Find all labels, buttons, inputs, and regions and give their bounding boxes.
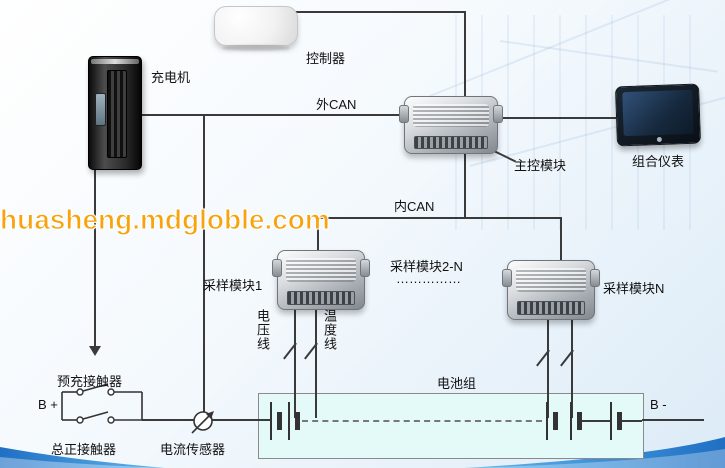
charger-output-line bbox=[94, 168, 96, 348]
battery-cell-plate bbox=[288, 402, 290, 440]
terminal-b-plus-label: B + bbox=[38, 397, 58, 412]
watermark-text: huasheng.mdgloble.com bbox=[0, 204, 330, 236]
voltage-wire bbox=[294, 308, 296, 418]
battery-series-dashed-link bbox=[302, 420, 542, 422]
sampling-module-2n-dots: …………… bbox=[396, 271, 461, 286]
negative-bus-line bbox=[642, 419, 704, 421]
battery-cell-plate bbox=[570, 402, 572, 440]
voltage-line-label: 电压线 bbox=[255, 309, 270, 351]
charger-device-icon bbox=[88, 56, 142, 170]
battery-cell-plate bbox=[295, 412, 300, 430]
current-sensor-icon bbox=[191, 411, 214, 434]
ecu-mount-tab bbox=[493, 105, 503, 123]
background-sketch-diagonal bbox=[429, 0, 709, 97]
charger-cap bbox=[91, 59, 139, 64]
battery-cell-plate bbox=[270, 402, 272, 440]
ecu-mount-tab bbox=[502, 269, 512, 287]
battery-cell-plate bbox=[617, 412, 622, 430]
instrument-cluster-icon bbox=[614, 83, 702, 147]
controller-label: 控制器 bbox=[306, 51, 346, 66]
internal-can-bus-line bbox=[317, 217, 562, 219]
temperature-line-label: 温度线 bbox=[322, 309, 337, 351]
terminal-b-minus-label: B - bbox=[650, 397, 667, 412]
ecu-mount-tab bbox=[399, 105, 409, 123]
charger-arrow-head bbox=[89, 346, 101, 356]
instrument-home-button bbox=[657, 136, 663, 142]
controller-to-main-drop bbox=[464, 11, 466, 98]
battery-cell-plate bbox=[546, 402, 548, 440]
sampling-module-n-label: 采样模块N bbox=[603, 281, 665, 296]
can-drop-moduleN bbox=[560, 217, 562, 262]
battery-cell-plate bbox=[610, 402, 612, 440]
battery-cell-plate bbox=[577, 412, 582, 430]
main-module-label: 主控模块 bbox=[514, 158, 567, 173]
ecu-mount-tab bbox=[590, 269, 600, 287]
charger-label: 充电机 bbox=[151, 70, 191, 85]
charger-vents bbox=[106, 70, 128, 158]
sampling-module-n-icon bbox=[502, 260, 600, 320]
external-can-bus-line bbox=[140, 114, 404, 116]
bottom-right-wave bbox=[465, 437, 725, 468]
controller-to-main-line bbox=[295, 11, 466, 13]
ecu-mount-tab bbox=[272, 259, 282, 277]
battery-cell-link bbox=[582, 420, 610, 422]
sampling-module-1-label: 采样模块1 bbox=[203, 278, 263, 293]
battery-cell-plate bbox=[553, 412, 558, 430]
moduleN-wire-a bbox=[547, 318, 549, 418]
sampling-module-2n-label: 采样模块2-N bbox=[390, 259, 463, 274]
instrument-cluster-label: 组合仪表 bbox=[632, 154, 685, 169]
bottom-left-wave bbox=[0, 447, 165, 468]
main-control-module-icon bbox=[399, 96, 503, 154]
main-to-instrument-line bbox=[496, 117, 616, 119]
main-to-internal-can-drop bbox=[464, 152, 466, 219]
battery-pack-label: 电池组 bbox=[437, 376, 477, 391]
internal-can-label: 内CAN bbox=[394, 199, 435, 214]
main-module-label-pointer bbox=[493, 150, 517, 163]
main-positive-contactor-label: 总正接触器 bbox=[51, 442, 117, 457]
background-sketch-diagonal bbox=[499, 40, 718, 73]
contactor-circuit-icon bbox=[61, 383, 143, 424]
external-can-label: 外CAN bbox=[316, 97, 357, 112]
battery-cell-link bbox=[622, 420, 642, 422]
current-sensor-label: 电流传感器 bbox=[160, 442, 226, 457]
sensor-signal-line bbox=[203, 114, 205, 413]
charger-screen bbox=[95, 92, 106, 127]
temperature-wire bbox=[315, 308, 317, 418]
instrument-screen bbox=[621, 90, 694, 136]
moduleN-wire-b bbox=[571, 318, 573, 418]
battery-cell-plate bbox=[277, 412, 282, 430]
sampling-module-1-icon bbox=[272, 250, 370, 310]
ecu-mount-tab bbox=[360, 259, 370, 277]
can-drop-module1 bbox=[317, 217, 319, 252]
precharge-contactor-label: 预充接触器 bbox=[57, 374, 123, 389]
controller-device-icon bbox=[214, 6, 298, 46]
